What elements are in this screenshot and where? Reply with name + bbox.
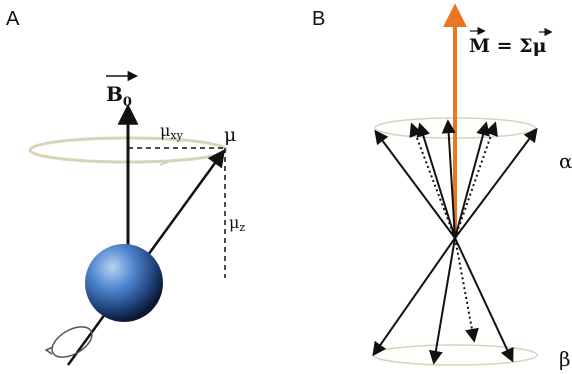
panel-a-letter: A: [6, 8, 20, 30]
beta-arrow: [428, 237, 456, 365]
mu-z-label: μz: [229, 213, 245, 234]
panel-b: B M = Σμ: [312, 3, 572, 371]
mu-label: μ: [224, 124, 236, 146]
alpha-dotted-arrow: [409, 122, 456, 239]
alpha-arrow: [374, 129, 456, 239]
beta-dotted-arrows: [454, 237, 479, 343]
beta-spin-arrows: [372, 237, 514, 365]
beta-arrow: [454, 237, 514, 363]
nucleus-sphere: [85, 244, 163, 322]
alpha-arrow: [454, 121, 490, 239]
alpha-dotted-arrows: [409, 121, 498, 239]
beta-cone-ring: [372, 344, 538, 366]
beta-label: β: [559, 347, 571, 371]
panel-b-letter: B: [312, 8, 325, 30]
alpha-arrow: [441, 119, 456, 239]
beta-dotted-arrow: [454, 237, 479, 343]
equation-text: M = Σμ: [469, 35, 547, 57]
alpha-arrow: [454, 127, 538, 239]
spin-ring: [51, 326, 93, 358]
panel-a: A B0 μ μxy μz: [6, 8, 245, 366]
beta-arrow: [372, 237, 456, 357]
precession-direction-arrow: [159, 160, 169, 166]
spin-direction-arrow: [44, 346, 54, 355]
alpha-arrow: [416, 122, 456, 239]
alpha-label: α: [559, 149, 572, 173]
alpha-spin-arrows: [374, 119, 538, 239]
net-magnetization-equation: M = Σμ: [469, 26, 553, 57]
b0-label: B0: [106, 82, 132, 110]
mu-xy-label: μxy: [160, 121, 184, 142]
alpha-dotted-arrow: [454, 121, 498, 239]
